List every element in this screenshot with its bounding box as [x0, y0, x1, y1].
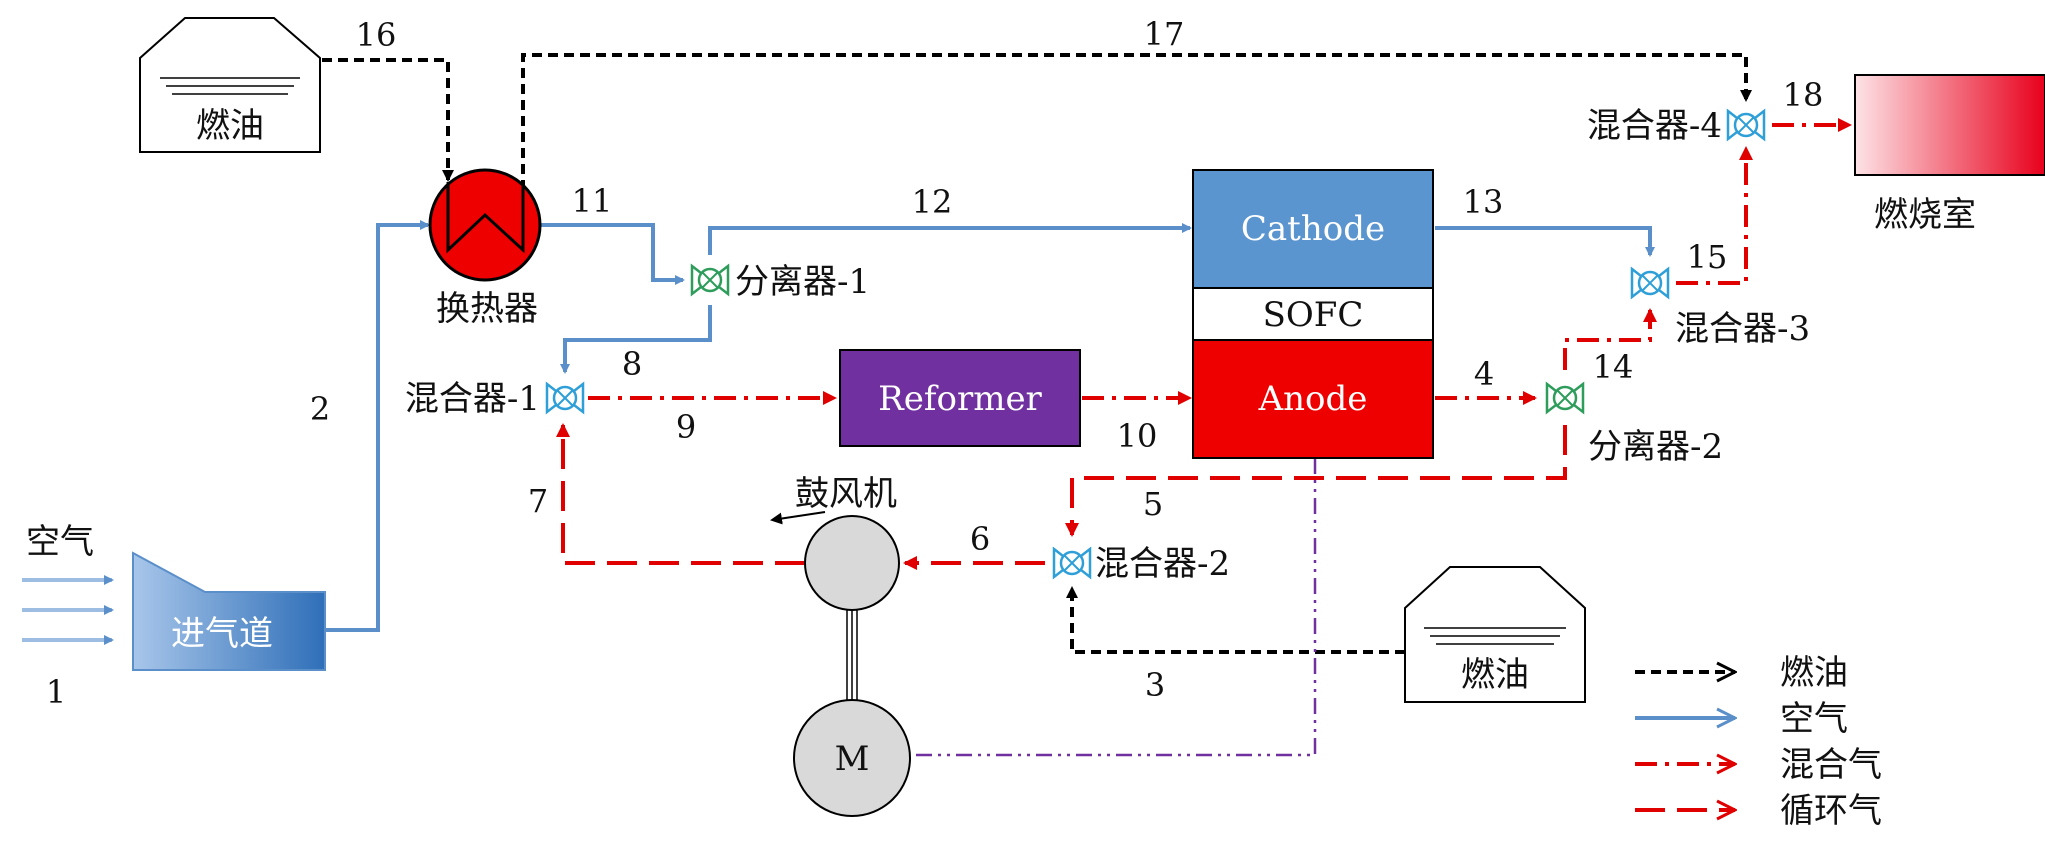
stream-number-15: 15 — [1687, 238, 1728, 276]
legend-item-recycle: 循环气 — [1635, 791, 1882, 831]
stream-number-2: 2 — [310, 390, 330, 428]
stream-number-13: 13 — [1463, 183, 1504, 221]
stream-3-line — [1066, 586, 1405, 654]
stream-number-14: 14 — [1593, 348, 1634, 386]
mixer-1: 混合器-1 — [405, 379, 585, 419]
motor-label: M — [835, 739, 870, 779]
stream-number-6: 6 — [970, 520, 990, 558]
air-streams — [325, 220, 1655, 632]
stream-14-line — [1563, 308, 1657, 370]
shaft — [846, 610, 858, 710]
heat-exchanger-label: 换热器 — [436, 289, 538, 329]
legend-item-fuel: 燃油 — [1635, 653, 1848, 693]
blower-label: 鼓风机 — [795, 474, 897, 514]
combustor: 燃烧室 — [1854, 74, 2045, 235]
stream-number-10: 10 — [1117, 417, 1158, 455]
stream-number-9: 9 — [676, 408, 696, 446]
power-line — [908, 458, 1317, 757]
anode-label: Anode — [1258, 379, 1368, 419]
stream-number-1: 1 — [46, 673, 66, 711]
splitter-1-label: 分离器-1 — [735, 262, 870, 302]
splitter-2: 分离器-2 — [1545, 382, 1723, 467]
fuel-streams — [322, 53, 1752, 654]
heat-exchanger: 换热器 — [428, 168, 542, 329]
sofc-stack: Cathode SOFC Anode — [1192, 169, 1434, 459]
fuel-tank-top-label: 燃油 — [196, 106, 264, 146]
stream-5-line — [1065, 425, 1567, 537]
legend-label-air: 空气 — [1780, 699, 1848, 739]
stream-11-line — [540, 223, 685, 285]
stream-17-line — [521, 53, 1752, 190]
legend-item-air: 空气 — [1635, 699, 1848, 739]
stream-number-7: 7 — [528, 482, 548, 520]
mixer-2: 混合器-2 — [1052, 544, 1230, 584]
stream-number-12: 12 — [912, 183, 953, 221]
stream-number-17: 17 — [1144, 15, 1185, 53]
mixer-1-label: 混合器-1 — [405, 379, 540, 419]
fuel-tank-bottom-label: 燃油 — [1461, 655, 1529, 695]
sofc-label: SOFC — [1263, 295, 1364, 335]
splitter-1: 分离器-1 — [690, 262, 870, 302]
incoming-air-arrows — [22, 575, 114, 645]
mix-streams — [588, 118, 1852, 405]
fuel-tank-bottom: 燃油 — [1404, 566, 1586, 703]
stream-number-11: 11 — [572, 182, 613, 220]
reformer: Reformer — [839, 349, 1081, 447]
legend-label-recycle: 循环气 — [1780, 791, 1882, 831]
air-in-label: 空气 — [26, 522, 94, 562]
stream-16-line — [322, 58, 454, 182]
stream-15-line — [1676, 146, 1753, 285]
mixer-4: 混合器-4 — [1587, 106, 1766, 146]
stream-number-5: 5 — [1143, 485, 1163, 523]
stream-13-line — [1435, 226, 1655, 257]
stream-number-4: 4 — [1474, 355, 1494, 393]
mixer-2-label: 混合器-2 — [1095, 544, 1230, 584]
stream-number-8: 8 — [622, 345, 642, 383]
legend-label-fuel: 燃油 — [1780, 653, 1848, 693]
recycle-streams — [556, 423, 1567, 570]
legend: 燃油 空气 混合气 循环气 — [1635, 653, 1882, 831]
cathode-label: Cathode — [1241, 209, 1385, 249]
motor: M — [793, 699, 911, 817]
air-inlet-label: 进气道 — [171, 614, 273, 654]
mixer-3-label: 混合器-3 — [1675, 309, 1810, 349]
stream-2-line — [325, 220, 430, 632]
stream-12-line — [708, 223, 1192, 255]
air-inlet: 进气道 — [132, 551, 326, 671]
stream-numbers: 1 2 3 4 5 6 7 8 9 10 11 12 13 14 15 16 1… — [46, 15, 1824, 711]
reformer-label: Reformer — [878, 379, 1042, 419]
combustor-label: 燃烧室 — [1874, 195, 1976, 235]
blower: 鼓风机 — [770, 474, 900, 611]
mixer-4-label: 混合器-4 — [1587, 106, 1722, 146]
mixer-3: 混合器-3 — [1630, 267, 1810, 349]
stream-number-18: 18 — [1783, 76, 1824, 114]
stream-8-line — [560, 305, 712, 374]
stream-number-3: 3 — [1145, 666, 1165, 704]
legend-item-mix: 混合气 — [1635, 745, 1882, 785]
splitter-2-label: 分离器-2 — [1588, 427, 1723, 467]
fuel-tank-top: 燃油 — [139, 17, 321, 153]
legend-label-mix: 混合气 — [1780, 745, 1882, 785]
stream-number-16: 16 — [356, 16, 397, 54]
